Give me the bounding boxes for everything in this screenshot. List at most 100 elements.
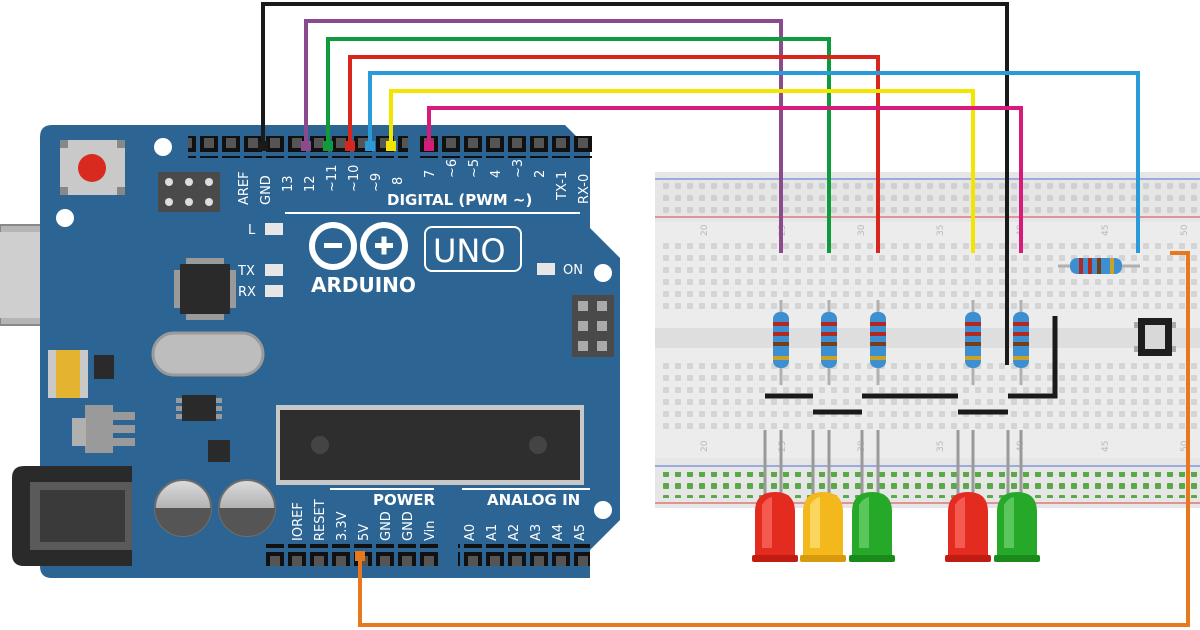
icsp-header-right: [572, 295, 614, 357]
wire-pin11-green: [326, 37, 831, 253]
led-yellow: [800, 492, 846, 562]
crystal-oscillator: [151, 331, 265, 377]
pin-label: 7: [423, 170, 438, 178]
push-button[interactable]: [1134, 318, 1176, 356]
resistors: [773, 258, 1140, 385]
arduino-uno-board: AREF GND 13 12 ~11 ~10 ~9 8 7 ~6 ~5 4 ~3…: [0, 125, 620, 578]
resistor: [821, 300, 837, 385]
pin-label: GND: [259, 175, 274, 205]
pin-label: ~11: [325, 165, 340, 192]
pin-label: A5: [573, 524, 588, 541]
arduino-logo-icon: [309, 222, 408, 270]
led-green-1: [849, 492, 895, 562]
col-label: 50: [1180, 440, 1190, 452]
resistor: [870, 300, 886, 385]
col-label: 20: [700, 224, 710, 236]
wire-pin10-red: [348, 55, 880, 253]
pin-label: GND: [379, 511, 394, 541]
pin-label: RESET: [313, 499, 328, 541]
analog-header[interactable]: [458, 544, 590, 566]
breadboard: 20 25 30 35 40 45 50 20 25 30 35 40 45 5…: [655, 172, 1200, 508]
col-label: 25: [778, 441, 788, 452]
led-red-2: [945, 492, 991, 562]
pin-label: AREF: [237, 171, 252, 205]
wire-pin7-magenta: [427, 106, 1023, 253]
wire-pin8-yellow: [389, 89, 975, 253]
wire-pin12-purple: [304, 19, 783, 253]
col-label: 20: [700, 440, 710, 452]
pin-label: 4: [489, 170, 504, 178]
pin-label: GND: [401, 511, 416, 541]
pin-label: Vin: [423, 521, 438, 541]
led-red-1: [752, 492, 798, 562]
analog-pin-labels: A0 A1 A2 A3 A4 A5: [463, 524, 588, 541]
ground-jumpers: [765, 316, 1058, 415]
led-on: [537, 263, 555, 275]
pin-label: TX-1: [555, 171, 570, 201]
pin-label: ~6: [445, 159, 460, 178]
led-on-label: ON: [563, 263, 583, 278]
uno-label: UNO: [433, 232, 506, 270]
led-l: [265, 223, 283, 235]
led-tx: [265, 264, 283, 276]
col-label: 50: [1180, 224, 1190, 236]
pin-label: A3: [529, 524, 544, 541]
dc-power-jack: [12, 466, 132, 566]
pin-label: A1: [485, 524, 500, 541]
op-amp-chip: [176, 395, 222, 421]
wire-gnd-black: [261, 2, 1009, 365]
power-header-label: POWER: [373, 491, 436, 509]
power-header[interactable]: [264, 544, 440, 566]
capacitor-2: [218, 479, 276, 537]
analog-header-label: ANALOG IN: [487, 491, 580, 509]
pin-label: 3.3V: [335, 511, 350, 541]
pin-label: 5V: [357, 524, 372, 541]
digital-pin-labels: AREF GND 13 12 ~11 ~10 ~9 8 7 ~6 ~5 4 ~3…: [237, 159, 592, 205]
digital-header-label: DIGITAL (PWM ~): [387, 191, 532, 209]
resistor: [965, 300, 981, 385]
pin-label: IOREF: [291, 502, 306, 541]
arduino-brand: ARDUINO: [311, 273, 416, 297]
pin-label: 2: [533, 170, 548, 178]
pin-label: ~5: [467, 159, 482, 178]
led-green-2: [994, 492, 1040, 562]
capacitor-1: [154, 479, 212, 537]
col-label: 45: [1101, 441, 1111, 452]
wires: [261, 2, 1190, 627]
usb-chip: [174, 258, 236, 320]
resistor-pulldown: [1058, 258, 1140, 274]
led-rx-label: RX: [238, 285, 256, 300]
pin-label: 13: [281, 175, 296, 192]
center-channel: [655, 328, 1200, 348]
reset-button[interactable]: [60, 140, 125, 195]
pin-label: RX-0: [577, 174, 592, 204]
pin-label: 12: [303, 175, 318, 192]
pin-label: A0: [463, 524, 478, 541]
pin-label: 8: [391, 177, 406, 185]
icsp-header-top: [158, 172, 220, 212]
small-transistor: [208, 440, 230, 462]
wire-ends: [258, 141, 434, 561]
led-legs: [763, 430, 1023, 495]
col-label: 30: [857, 224, 867, 236]
led-l-label: L: [248, 223, 256, 238]
pin-label: A4: [551, 524, 566, 541]
pin-label: ~3: [511, 159, 526, 178]
resistor: [773, 300, 789, 385]
atmega328-chip: [276, 405, 584, 485]
col-label: 35: [936, 441, 946, 452]
uno-badge: [424, 226, 522, 272]
col-label: 45: [1101, 225, 1111, 236]
power-pin-labels: IOREF RESET 3.3V 5V GND GND Vin: [291, 499, 438, 541]
wire-5v-orange: [358, 251, 1190, 627]
digital-header-right[interactable]: [420, 136, 596, 158]
pin-label: ~9: [369, 173, 384, 192]
resistor: [1013, 300, 1029, 385]
led-tx-label: TX: [237, 264, 255, 279]
led-rx: [265, 285, 283, 297]
voltage-regulator: [85, 405, 113, 453]
pin-label: ~10: [347, 165, 362, 192]
pin-label: A2: [507, 524, 522, 541]
transistor: [94, 355, 114, 379]
